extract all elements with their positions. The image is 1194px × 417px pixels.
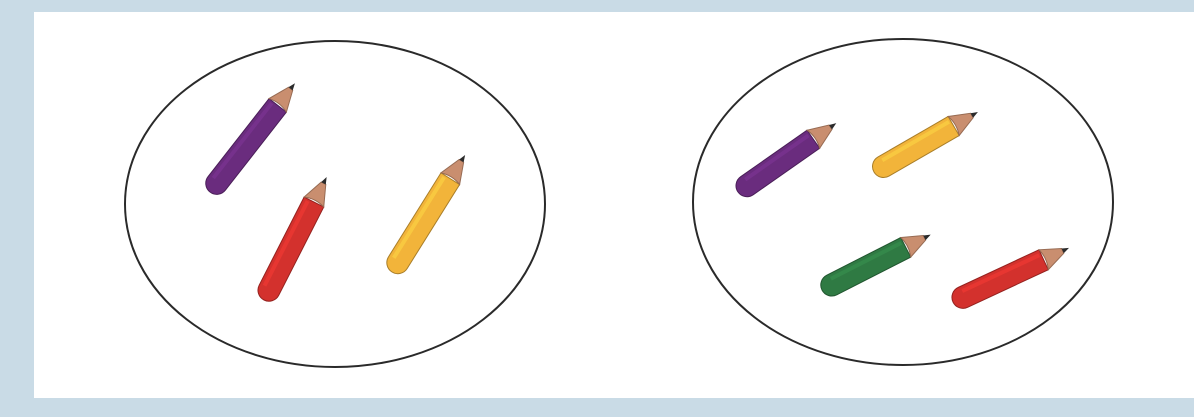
pencil-body [201,99,286,199]
pencil-body [254,197,324,305]
yellow-pencil [869,102,984,181]
red-pencil [254,172,336,305]
pencil-body [383,173,460,278]
pencil-body [732,130,820,201]
red-pencil [948,238,1073,312]
group-right [732,102,1074,311]
pencil-body [869,116,960,181]
yellow-pencil [383,149,475,278]
green-pencil [817,225,936,300]
set-ellipse-left [125,41,545,367]
purple-pencil [201,76,303,198]
group-left [201,76,474,305]
pencil-layer [201,76,1073,311]
set-ellipse-right [693,39,1113,365]
purple-pencil [732,114,843,201]
